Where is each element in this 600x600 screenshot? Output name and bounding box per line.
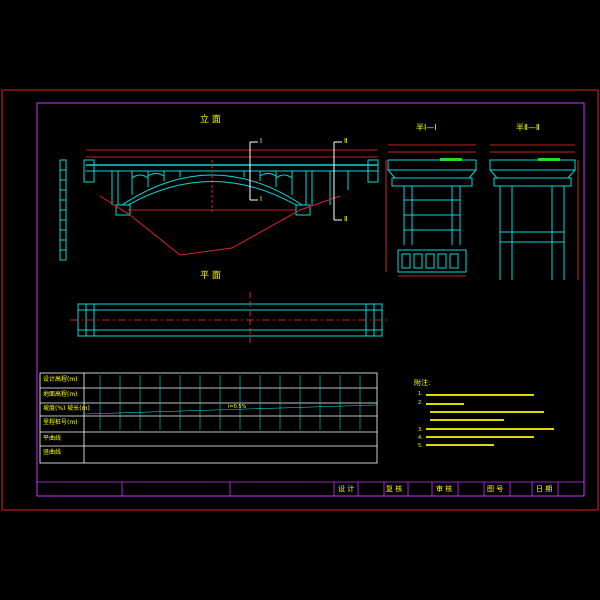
profile-table-ticks: [83, 375, 378, 430]
section-a-view: [387, 159, 477, 273]
title-block-date: 日 期: [536, 485, 553, 493]
notes-text-block: [426, 394, 554, 446]
section-cut-markers: [249, 141, 342, 221]
title-block: [37, 481, 584, 496]
elevation-title: 立 面: [200, 115, 221, 125]
grade-label: i=0.5%: [228, 404, 247, 410]
section-a-dimensions: [385, 144, 476, 277]
note-item: 1.: [418, 391, 423, 397]
title-block-review: 复 核: [386, 485, 403, 493]
left-abutment: [83, 159, 95, 183]
section-b-paving: [538, 158, 560, 161]
title-block-design: 设 计: [338, 485, 355, 493]
note-item: 2.: [418, 400, 423, 406]
table-row-label: 里程桩号(m): [43, 419, 78, 426]
section-b-dimensions: [490, 144, 579, 280]
ground-profile: [99, 195, 341, 256]
table-row-label: 坡度(%) 坡长(m): [43, 405, 90, 412]
table-row-label: 平曲线: [43, 435, 62, 442]
elevation-dimensions: [86, 149, 378, 212]
outer-frame: [1, 89, 599, 511]
note-item: 5.: [418, 443, 423, 449]
note-item: 4.: [418, 435, 423, 441]
title-block-drawing-no: 图 号: [487, 485, 504, 493]
note-item: 3.: [418, 427, 423, 433]
section-a-paving: [440, 158, 462, 161]
right-foundation: [295, 204, 311, 216]
section-mark-1-top: Ⅰ: [260, 137, 263, 145]
section-a-title: 半Ⅰ—Ⅰ: [416, 123, 437, 132]
table-row-label: 设计高程(m): [43, 376, 78, 383]
right-abutment: [367, 159, 379, 183]
section-b-title: 半Ⅱ—Ⅱ: [516, 123, 540, 132]
inner-frame: [36, 102, 585, 497]
small-arches: [131, 173, 293, 179]
table-row-label: 竖曲线: [43, 449, 62, 456]
title-block-approve: 审 核: [436, 485, 453, 493]
table-row-label: 地面高程(m): [43, 391, 78, 398]
plan-title: 平 面: [200, 271, 221, 281]
section-b-view: [489, 159, 576, 280]
section-mark-1-bottom: Ⅰ: [260, 195, 263, 203]
section-mark-2-top: Ⅱ: [344, 137, 348, 145]
profile-table: [39, 372, 378, 464]
notes-heading: 附注:: [414, 379, 431, 387]
section-mark-2-bottom: Ⅱ: [344, 215, 348, 223]
